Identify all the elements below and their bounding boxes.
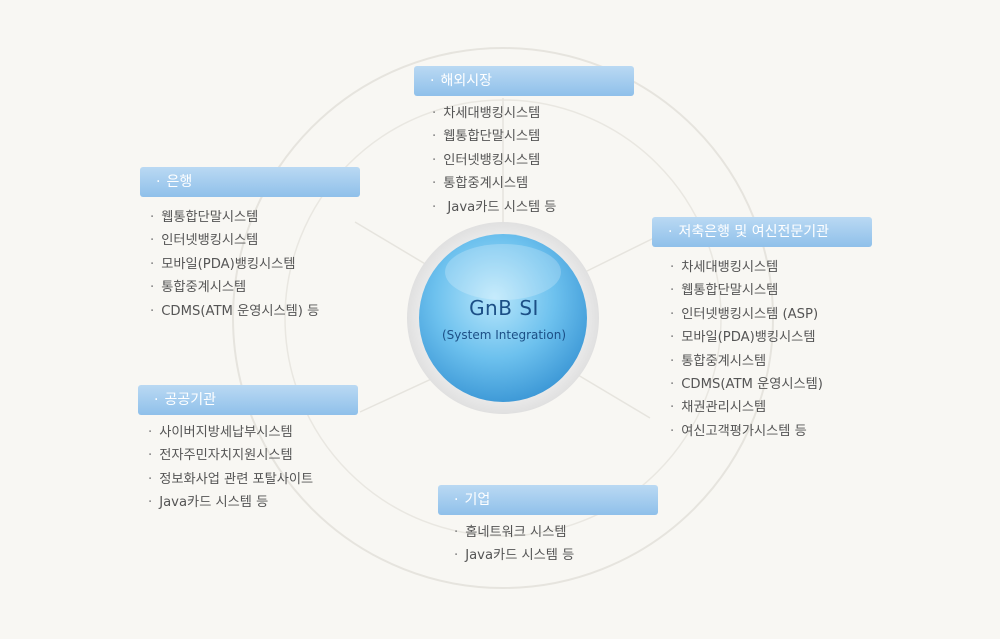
group-savings: ·저축은행 및 여신전문기관 차세대뱅킹시스템 웹통합단말시스템 인터넷뱅킹시스… [652, 217, 872, 443]
group-bank-list: 웹통합단말시스템 인터넷뱅킹시스템 모바일(PDA)뱅킹시스템 통합중계시스템 … [150, 206, 360, 323]
group-enterprise-header: ·기업 [438, 485, 658, 515]
list-item: 정보화사업 관련 포탈사이트 [148, 468, 358, 491]
group-public: ·공공기관 사이버지방세납부시스템 전자주민자치지원시스템 정보화사업 관련 포… [138, 385, 358, 515]
list-item: 차세대뱅킹시스템 [432, 102, 634, 125]
group-bank-header: ·은행 [140, 167, 360, 197]
list-item: 사이버지방세납부시스템 [148, 421, 358, 444]
list-item: CDMS(ATM 운영시스템) 등 [150, 300, 360, 323]
group-public-header: ·공공기관 [138, 385, 358, 415]
group-public-list: 사이버지방세납부시스템 전자주민자치지원시스템 정보화사업 관련 포탈사이트 J… [148, 421, 358, 515]
group-overseas-title: 해외시장 [440, 73, 492, 89]
group-savings-title: 저축은행 및 여신전문기관 [678, 224, 830, 240]
list-item: 채권관리시스템 [670, 396, 872, 419]
group-enterprise-title: 기업 [464, 492, 491, 508]
list-item: 인터넷뱅킹시스템 [150, 229, 360, 252]
list-item: 웹통합단말시스템 [670, 279, 872, 302]
list-item: Java카드 시스템 등 [454, 544, 658, 567]
center-sphere [419, 234, 587, 402]
group-overseas-list: 차세대뱅킹시스템 웹통합단말시스템 인터넷뱅킹시스템 통합중계시스템 Java카… [432, 102, 634, 219]
list-item: 통합중계시스템 [670, 350, 872, 373]
connector-right-bottom [577, 374, 651, 419]
list-item: 통합중계시스템 [150, 276, 360, 299]
list-item: 모바일(PDA)뱅킹시스템 [670, 326, 872, 349]
list-item: 모바일(PDA)뱅킹시스템 [150, 253, 360, 276]
group-bank-title: 은행 [166, 174, 193, 190]
center-title: GnB SI [469, 296, 539, 320]
list-item: 웹통합단말시스템 [150, 206, 360, 229]
list-item: 인터넷뱅킹시스템 (ASP) [670, 303, 872, 326]
group-bank: ·은행 웹통합단말시스템 인터넷뱅킹시스템 모바일(PDA)뱅킹시스템 통합중계… [140, 167, 360, 323]
list-item: 여신고객평가시스템 등 [670, 420, 872, 443]
group-savings-list: 차세대뱅킹시스템 웹통합단말시스템 인터넷뱅킹시스템 (ASP) 모바일(PDA… [670, 256, 872, 443]
list-item: CDMS(ATM 운영시스템) [670, 373, 872, 396]
center-sphere-highlight [445, 244, 561, 300]
list-item: 전자주민자치지원시스템 [148, 444, 358, 467]
center-label: GnB SI (System Integration) [420, 253, 588, 385]
list-item: 차세대뱅킹시스템 [670, 256, 872, 279]
list-item: 인터넷뱅킹시스템 [432, 149, 634, 172]
connector-left-top [354, 221, 433, 269]
list-item: Java카드 시스템 등 [432, 196, 634, 219]
list-item: 홈네트워크 시스템 [454, 521, 658, 544]
group-overseas: ·해외시장 차세대뱅킹시스템 웹통합단말시스템 인터넷뱅킹시스템 통합중계시스템… [414, 66, 634, 219]
list-item: 웹통합단말시스템 [432, 125, 634, 148]
list-item: 통합중계시스템 [432, 172, 634, 195]
group-overseas-header: ·해외시장 [414, 66, 634, 96]
connector-right-top [584, 234, 661, 273]
group-enterprise-list: 홈네트워크 시스템 Java카드 시스템 등 [454, 521, 658, 568]
group-savings-header: ·저축은행 및 여신전문기관 [652, 217, 872, 247]
list-item: Java카드 시스템 등 [148, 491, 358, 514]
center-subtitle: (System Integration) [441, 328, 567, 342]
connector-left-bottom [359, 374, 441, 413]
group-enterprise: ·기업 홈네트워크 시스템 Java카드 시스템 등 [438, 485, 658, 568]
group-public-title: 공공기관 [164, 392, 216, 408]
